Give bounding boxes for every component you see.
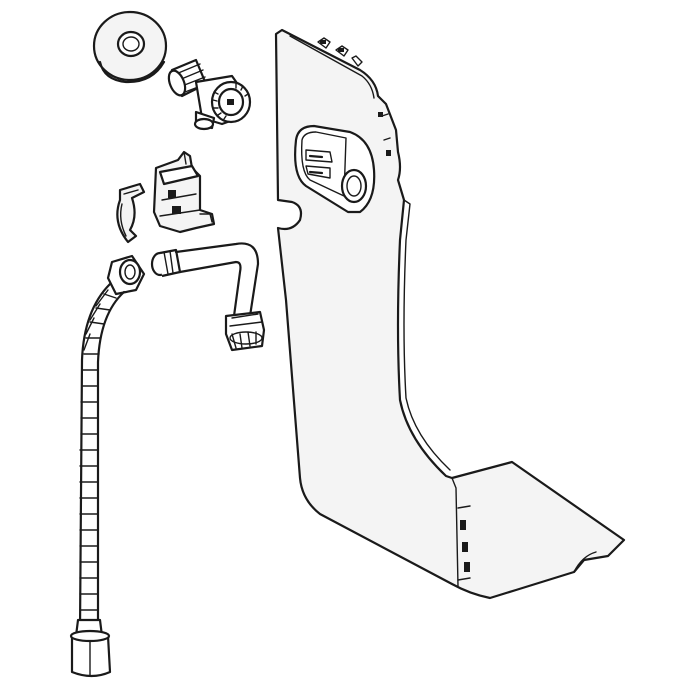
rosette (92, 10, 168, 84)
control-button-plate (294, 124, 376, 214)
angle-valve (167, 58, 252, 131)
clip-bracket (116, 182, 146, 244)
solenoid-valve-holder (152, 150, 216, 234)
bent-connection-pipe (150, 242, 266, 352)
braided-flex-hose (69, 254, 146, 678)
cover-panel (274, 28, 626, 600)
